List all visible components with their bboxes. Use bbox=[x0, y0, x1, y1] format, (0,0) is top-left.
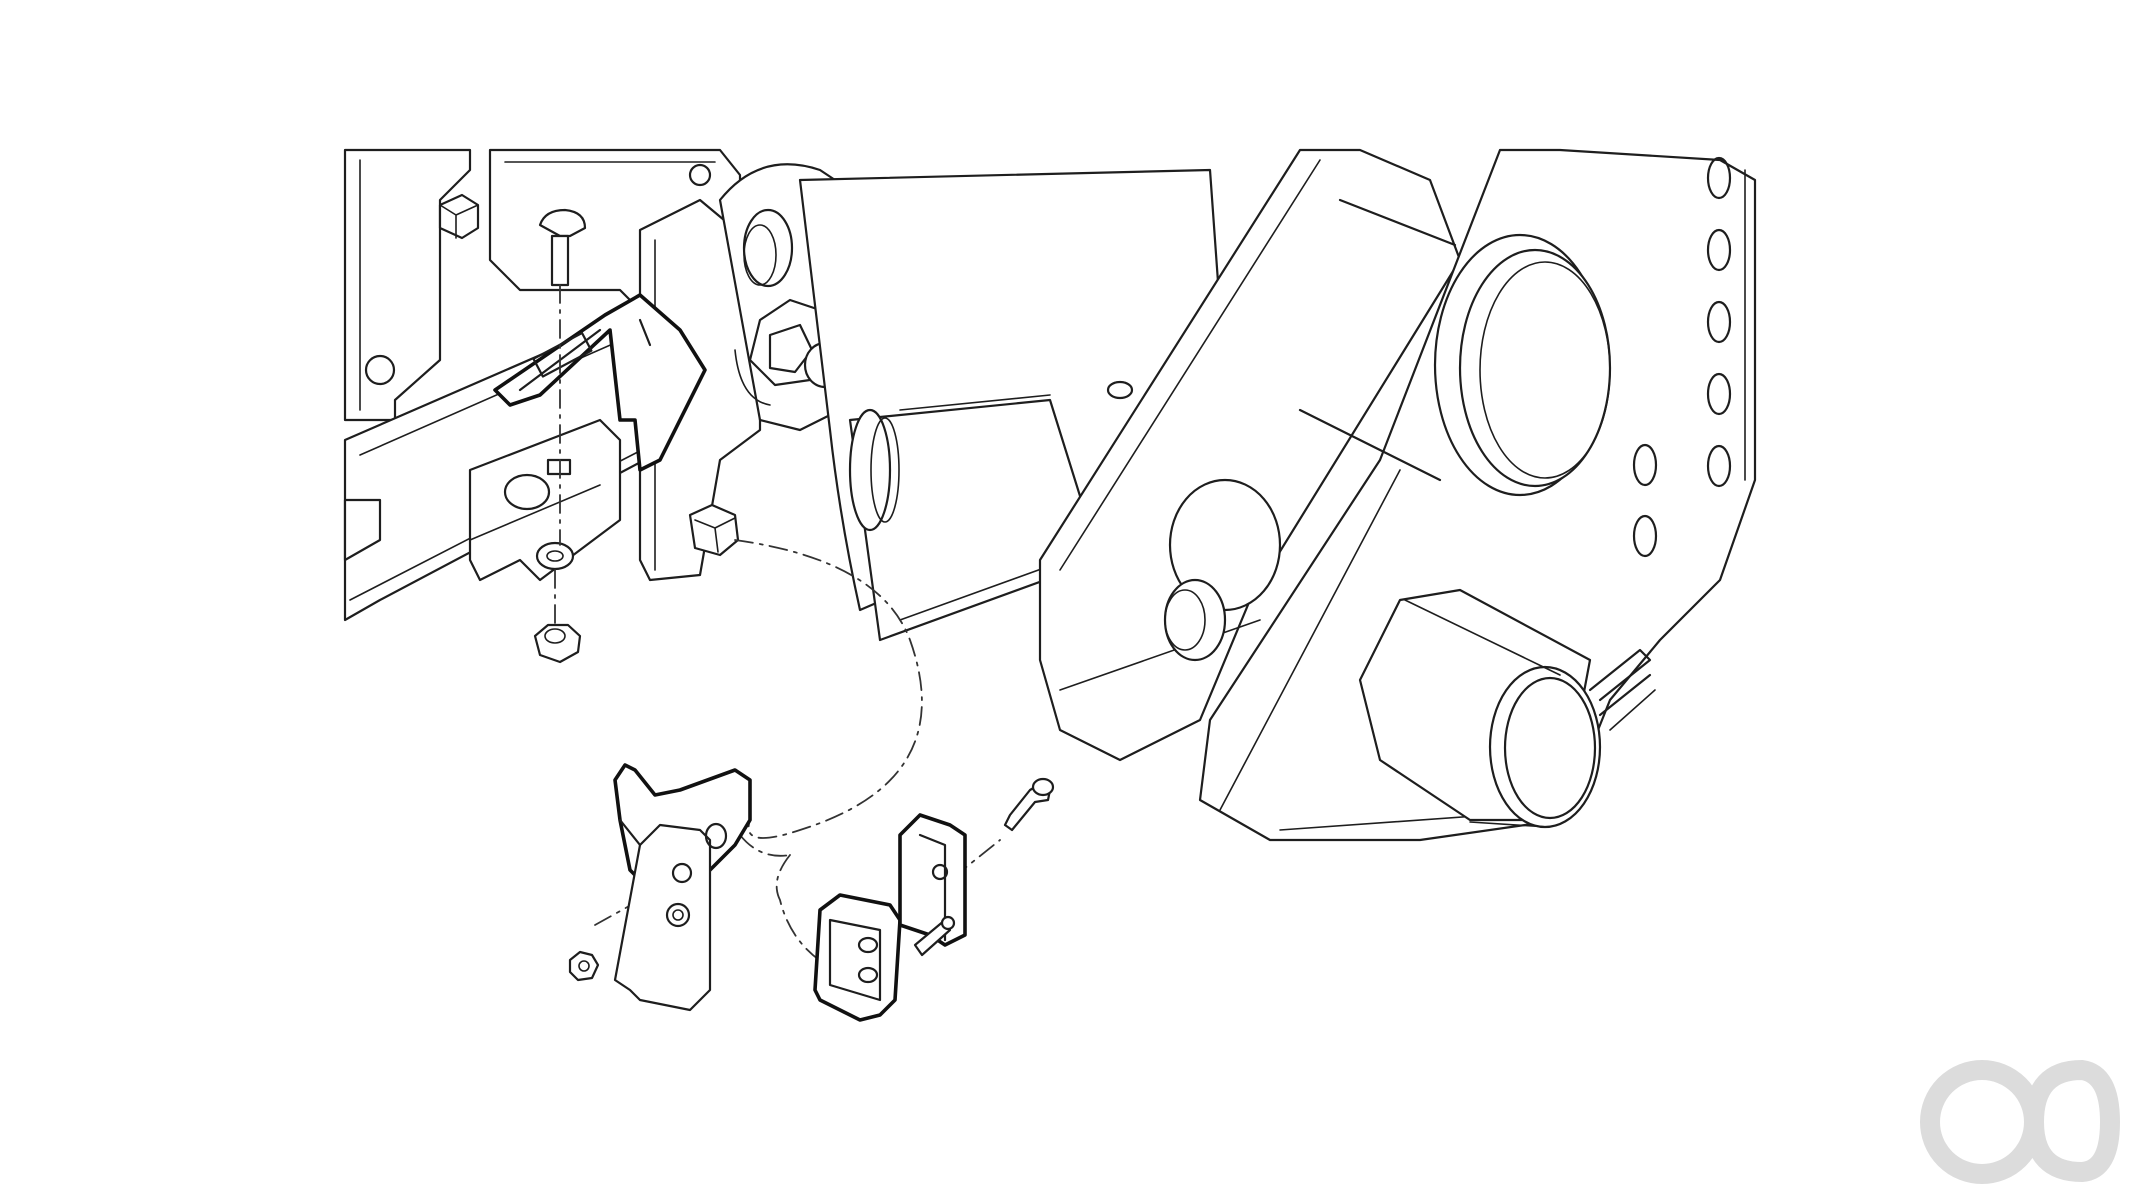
washer-and-nut bbox=[533, 541, 582, 664]
carriage-bolt-top bbox=[538, 208, 587, 287]
pin-bracket-part bbox=[898, 813, 967, 957]
spacer-block-part bbox=[813, 893, 902, 1022]
bracket-part bbox=[613, 763, 752, 1012]
assembly-leader-lines bbox=[554, 284, 1001, 981]
hex-nut-small bbox=[568, 950, 600, 982]
long-pin-bolt bbox=[1003, 777, 1055, 832]
brand-logo-icon bbox=[1920, 1059, 2121, 1184]
